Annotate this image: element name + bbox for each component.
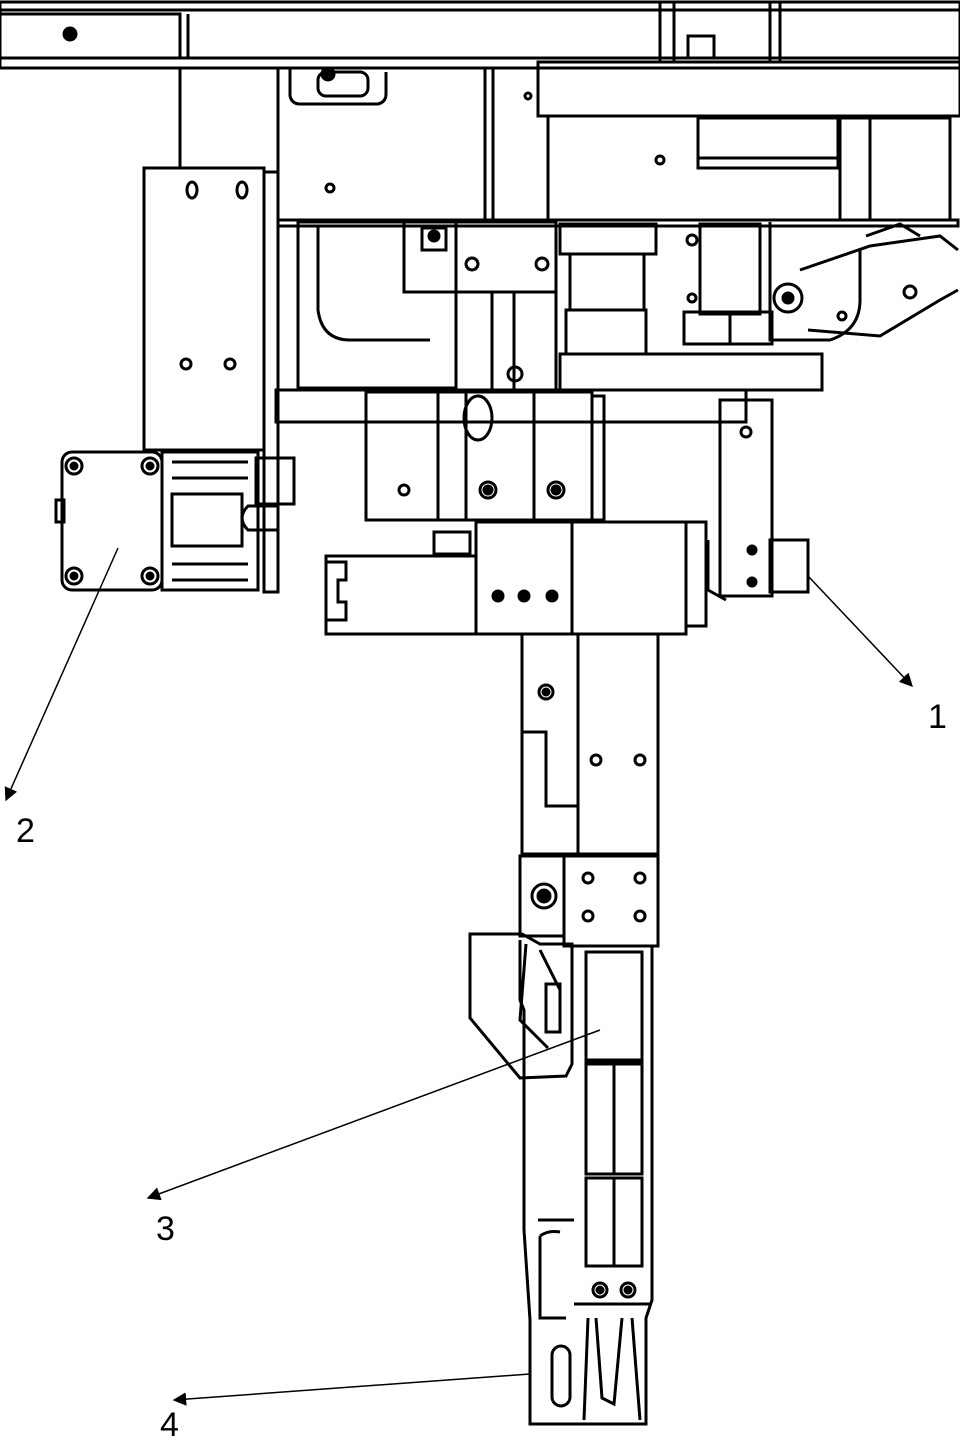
right-linkage (768, 222, 959, 342)
left-mounting-plate (142, 166, 280, 594)
upper-housing (178, 60, 960, 228)
vertical-shaft (520, 632, 660, 856)
cylinder-assembly (54, 450, 296, 592)
callout-1: 1 (928, 698, 947, 736)
middle-blocks (364, 390, 810, 602)
callout-3: 3 (156, 1210, 175, 1248)
blade-bracket (468, 854, 660, 1080)
callout-2: 2 (16, 812, 35, 850)
callout-leaders (4, 547, 913, 1406)
lower-cross-block (324, 520, 708, 636)
leader-4 (172, 1373, 531, 1406)
callout-4: 4 (160, 1406, 179, 1444)
lower-arm (518, 940, 654, 1426)
top-frame (0, 0, 960, 70)
leader-1 (807, 575, 913, 687)
leader-3 (146, 1029, 601, 1201)
leader-2 (4, 547, 119, 802)
